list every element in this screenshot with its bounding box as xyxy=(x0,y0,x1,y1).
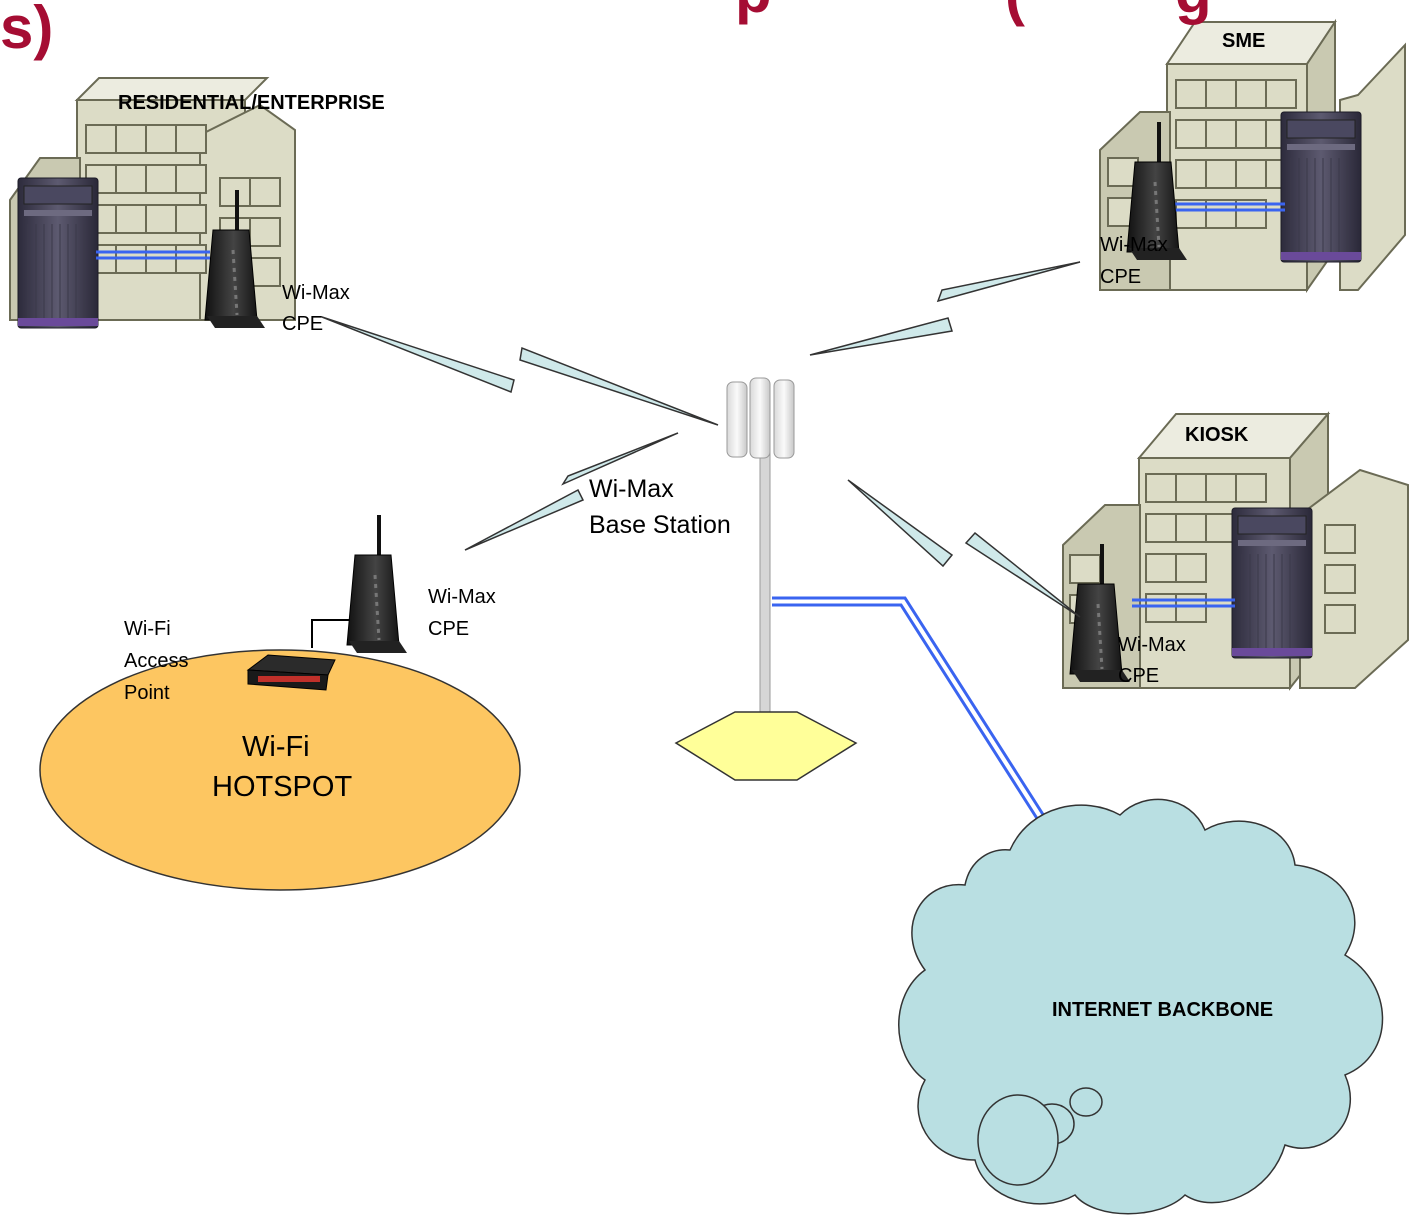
hotspot-area-label-2: HOTSPOT xyxy=(212,771,353,803)
wifi-access-point-icon xyxy=(246,654,336,691)
ethernet-link xyxy=(1132,598,1235,608)
wireless-link-residential xyxy=(321,316,719,426)
backbone-fiber-link xyxy=(772,596,1060,843)
ethernet-link xyxy=(96,250,210,260)
base-station-pole xyxy=(759,439,771,741)
base-station-hexagon xyxy=(674,711,858,781)
wireless-link-sme xyxy=(809,261,1081,356)
hotspot-area-label-1: Wi-Fi xyxy=(242,731,310,763)
residential-cpe-label-2: CPE xyxy=(282,313,324,335)
residential-cpe-label-1: Wi-Max xyxy=(282,282,350,304)
hotspot-cpe-label-1: Wi-Max xyxy=(428,586,496,608)
wireless-link-kiosk xyxy=(847,479,1081,618)
slide-title-fragment-far: g xyxy=(1175,0,1212,22)
slide-title-fragment-right: ( xyxy=(1005,0,1025,24)
kiosk-cpe-label-2: CPE xyxy=(1118,665,1160,687)
hotspot-cpe-label-2: CPE xyxy=(428,618,470,640)
server-icon xyxy=(17,177,99,329)
slide-title-fragment-mid: p xyxy=(735,0,772,22)
kiosk-cpe-label-1: Wi-Max xyxy=(1118,634,1186,656)
base-station-label-1: Wi-Max xyxy=(589,475,674,503)
access-point-label-3: Point xyxy=(124,682,170,704)
residential-label: RESIDENTIAL/ENTERPRISE xyxy=(118,92,385,114)
sme-cpe-label-1: Wi-Max xyxy=(1100,234,1168,256)
server-icon xyxy=(1280,111,1362,263)
base-station-antenna-icon xyxy=(726,377,795,459)
ethernet-link xyxy=(1168,202,1285,212)
slide-title-fragment-left: s) xyxy=(0,0,54,61)
kiosk-label: KIOSK xyxy=(1185,424,1249,446)
cloud-bubbles xyxy=(977,1087,1103,1186)
sme-label: SME xyxy=(1222,30,1266,52)
wifi-hotspot-area xyxy=(39,649,521,891)
base-station-label-2: Base Station xyxy=(589,511,731,539)
sme-cpe-label-2: CPE xyxy=(1100,266,1142,288)
wimax-cpe-modem-icon xyxy=(345,513,409,655)
internet-backbone-label: INTERNET BACKBONE xyxy=(1052,999,1274,1021)
access-point-label-1: Wi-Fi xyxy=(124,618,171,640)
access-point-label-2: Access xyxy=(124,650,189,672)
server-icon xyxy=(1231,507,1313,659)
wireless-link-hotspot xyxy=(464,432,679,551)
ap-cable xyxy=(311,619,350,648)
